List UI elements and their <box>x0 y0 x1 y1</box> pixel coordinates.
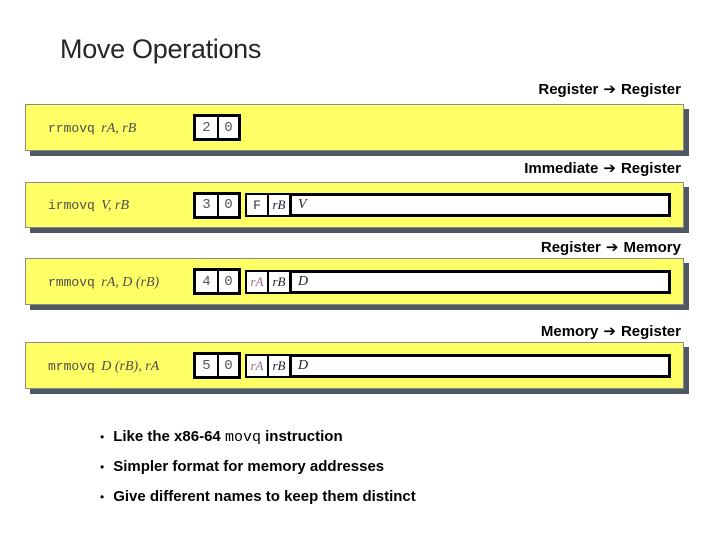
list-item: • Give different names to keep them dist… <box>100 487 416 508</box>
opcode-hi: 2 <box>196 117 217 138</box>
instruction-banner-rmmovq: rmmovq rA, D (rB) 4 0 rA rB D <box>25 258 684 305</box>
list-item: • Like the x86-64 movq instruction <box>100 427 416 448</box>
mnemonic: irmovq <box>48 198 95 213</box>
opcode-lo: 0 <box>217 117 238 138</box>
instruction-banner-rrmovq: rrmovq rA, rB 2 0 <box>25 104 684 151</box>
section-label-imm-reg: Immediate➔Register <box>25 159 681 177</box>
bullet-text-code: movq <box>224 429 261 446</box>
opcode-lo: 0 <box>217 194 238 216</box>
mnemonic: rrmovq <box>48 120 95 136</box>
instruction-banner-mrmovq: mrmovq D (rB), rA 5 0 rA rB D <box>25 342 684 389</box>
displacement-field-d: D <box>289 269 671 294</box>
operands: D (rB), rA <box>101 358 160 374</box>
opcode-hi: 4 <box>196 271 217 292</box>
opcode-byte: 4 0 <box>193 268 241 295</box>
encoding-row: 4 0 rA rB D <box>193 268 671 295</box>
mnemonic: mrmovq <box>48 358 95 374</box>
label-to: Register <box>620 323 681 340</box>
section-label-reg-reg: Register➔Register <box>25 80 681 98</box>
opcode-byte: 3 0 <box>193 191 241 219</box>
operands: V, rB <box>101 198 130 213</box>
immediate-field-v: V <box>289 193 671 217</box>
label-from: Memory <box>540 323 599 340</box>
bullet-text: Give different names to keep them distin… <box>113 487 416 508</box>
bullet-text-pre: Give different names to keep them distin… <box>113 488 416 505</box>
bullet-icon: • <box>100 490 105 504</box>
displacement-field-d: D <box>289 353 671 378</box>
instruction-name: mrmovq D (rB), rA <box>48 357 193 375</box>
bullet-text-pre: Like the x86-64 <box>113 428 225 445</box>
operands: rA, rB <box>101 120 137 136</box>
opcode-hi: 3 <box>196 194 217 216</box>
register-field-rb: rB <box>267 353 291 378</box>
instruction-name: irmovq V, rB <box>48 196 193 214</box>
encoding-row: 3 0 F rB V <box>193 191 671 219</box>
opcode-hi: 5 <box>196 355 217 376</box>
section-label-mem-reg: Memory➔Register <box>25 322 681 340</box>
bullet-text-pre: Simpler format for memory addresses <box>113 458 385 475</box>
page-title: Move Operations <box>60 34 262 64</box>
operands: rA, D (rB) <box>101 274 160 290</box>
opcode-byte: 5 0 <box>193 352 241 379</box>
arrow-right-icon: ➔ <box>603 81 616 98</box>
mnemonic: rmmovq <box>48 274 95 290</box>
register-field-f: F <box>245 193 269 217</box>
label-from: Register <box>540 239 601 256</box>
opcode-lo: 0 <box>217 355 238 376</box>
register-field-rb: rB <box>267 269 291 294</box>
bullet-text-post: instruction <box>260 428 343 445</box>
encoding-row: 2 0 <box>193 114 241 141</box>
arrow-right-icon: ➔ <box>605 239 619 256</box>
label-from: Register <box>538 81 599 98</box>
bullet-text: Like the x86-64 movq instruction <box>113 427 342 448</box>
instruction-name: rmmovq rA, D (rB) <box>48 273 193 291</box>
arrow-right-icon: ➔ <box>603 160 616 177</box>
bullet-icon: • <box>100 460 105 474</box>
opcode-lo: 0 <box>217 271 238 292</box>
register-field-ra: rA <box>245 269 269 294</box>
opcode-byte: 2 0 <box>193 114 241 141</box>
label-to: Register <box>620 160 681 177</box>
instruction-name: rrmovq rA, rB <box>48 119 193 137</box>
encoding-row: 5 0 rA rB D <box>193 352 671 379</box>
instruction-banner-irmovq: irmovq V, rB 3 0 F rB V <box>25 182 684 228</box>
section-label-reg-mem: Register➔Memory <box>25 238 681 256</box>
register-field-ra: rA <box>245 353 269 378</box>
label-to: Memory <box>623 239 681 256</box>
list-item: • Simpler format for memory addresses <box>100 457 416 478</box>
label-to: Register <box>620 81 681 98</box>
bullet-icon: • <box>100 430 105 444</box>
arrow-right-icon: ➔ <box>603 323 616 340</box>
bullet-list: • Like the x86-64 movq instruction • Sim… <box>100 427 416 517</box>
register-field-rb: rB <box>267 193 291 217</box>
bullet-text: Simpler format for memory addresses <box>113 457 384 478</box>
label-from: Immediate <box>524 160 599 177</box>
